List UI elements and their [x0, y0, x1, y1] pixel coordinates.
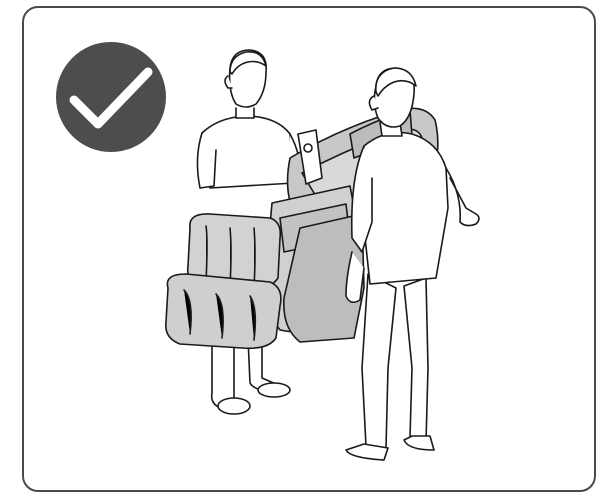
carrying-chair-illustration: [150, 38, 480, 478]
